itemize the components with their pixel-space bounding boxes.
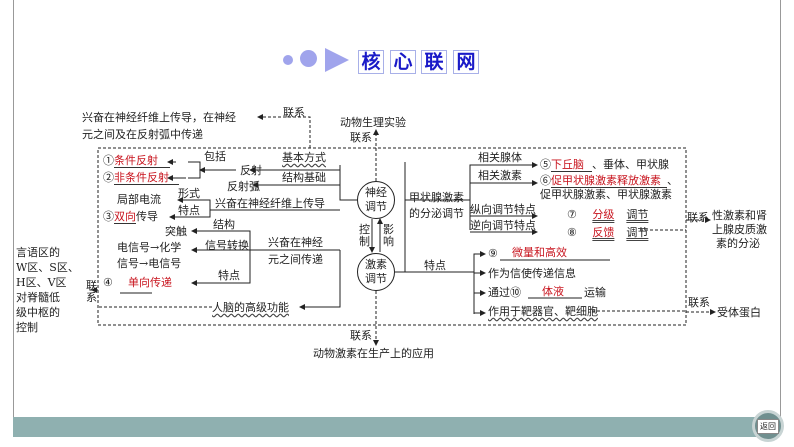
node-reflex-arc: 反射弧 [227,180,260,193]
experiment-text: 动物生理实验 [340,116,406,129]
num: ② [103,171,114,184]
label-signal-conversion: 信号转换 [205,239,249,252]
back-label: 返回 [757,418,779,434]
num: ⑥ [540,174,551,187]
num: ④ [103,276,113,289]
label-structure-basis: 结构基础 [282,171,326,184]
num: ⑦ [567,208,577,221]
text-line: 素的分泌 [716,237,760,250]
feature-item: 通过⑩ [488,286,521,299]
back-button[interactable]: 返回 [752,410,784,442]
text-line: 言语区的 [16,246,60,259]
node-reflex: 反射 [240,164,262,177]
label-structure: 结构 [213,218,235,231]
answer-2: 非条件反射 [114,171,179,185]
node-fiber-conduction: 兴奋在神经纤维上传导 [215,197,325,210]
node-local-current: 局部电流 [117,193,161,206]
text-line: 性激素和肾 [712,209,767,222]
num: ③ [103,210,114,223]
text-line: 级中枢的 [16,306,60,319]
title-char: 网 [453,50,479,74]
feature-item: 作用于靶器官、靶细胞 [488,305,598,318]
bottom-bar [13,417,773,437]
label-control: 控制 [359,223,370,248]
right-text-block: 性激素和肾 上腺皮质激 素的分泌 [712,209,767,251]
title-char: 心 [390,50,416,74]
text: 神经 [365,186,387,199]
answer-5: 下丘脑 [551,158,592,172]
label-basic-mode: 基本方式 [282,151,326,164]
feature-item: 运输 [584,286,606,299]
link-label: 联系 [688,296,710,309]
node-thyroid: 的分泌调节 [409,207,464,220]
answer-9: 微量和高效 [512,246,567,259]
title-char: 联 [421,50,447,74]
node-synapse: 突触 [165,225,187,238]
node-between-neurons: 元之间传递 [268,253,323,266]
text: 调节 [365,272,387,285]
node-nerve-regulation: 神经调节 [357,181,395,219]
text: 、垂体、甲状腺 [592,158,669,171]
label-reverse: 逆向调节特点 [470,219,536,232]
right-text: 受体蛋白 [717,306,761,319]
text-line: 上腺皮质激 [712,223,767,236]
title-decoration-icon [300,50,317,67]
left-text-block: 言语区的 W区、S区、 H区、V区 对脊髓低 级中枢的 控制 [16,245,79,335]
label-glands: 相关腺体 [478,151,522,164]
answer-4: 单向传递 [128,276,172,289]
title-decoration-icon [283,55,293,65]
label-hormones: 相关激素 [478,169,522,182]
node-between-neurons: 兴奋在神经 [268,236,323,249]
answer-10: 体液 [542,285,564,298]
node-signal: 电信号→化学 [117,241,182,254]
label-form: 形式 [178,187,200,200]
label-include: 包括 [204,150,226,163]
text-line: 对脊髓低 [16,291,60,304]
link-label: 联系 [687,211,709,224]
link-label: 联系 [86,279,97,304]
num: ① [103,154,114,167]
text: 、 [667,174,678,187]
answer-7: 分级 [592,208,615,221]
top-left-text: 兴奋在神经纤维上传导，在神经 [82,111,236,124]
slide-right-border [780,0,781,430]
num: ⑨ [488,247,498,260]
answer-8: 反馈 [592,226,615,239]
answer-6: 促甲状腺激素释放激素 [551,174,667,188]
feature-item: 作为信使传递信息 [488,267,576,280]
text-line: 控制 [16,321,38,334]
text: 调节 [626,226,649,239]
node-brain-function: 人脑的高级功能 [212,301,289,314]
text: 调节 [365,200,387,213]
bottom-text: 动物激素在生产上的应用 [313,347,434,360]
answer-3: 双向 [114,210,136,224]
num: ⑤ [540,158,551,171]
node-thyroid: 甲状腺激素 [409,191,464,204]
label-influence: 影响 [383,223,394,248]
hormones-line2: 促甲状腺激素、甲状腺激素 [540,188,672,201]
label-feature: 特点 [218,269,240,282]
link-label: 联系 [283,106,305,119]
num: ⑧ [567,226,577,239]
top-left-text: 元之间及在反射弧中传递 [82,128,203,141]
text-line: W区、S区、 [16,261,79,274]
text: 激素 [365,258,387,271]
link-label: 联系 [350,329,372,342]
label-feature: 特点 [424,259,446,272]
text: 传导 [136,210,158,223]
answer-1: 条件反射 [114,154,170,168]
link-label: 联系 [350,131,372,144]
node-signal: 信号→电信号 [117,257,182,270]
title-char: 核 [358,50,384,74]
slide-left-border [13,0,14,437]
text-line: H区、V区 [16,276,67,289]
label-vertical: 纵向调节特点 [470,203,536,216]
title-arrow-icon [325,48,349,72]
node-hormone-regulation: 激素调节 [357,253,395,291]
text: 调节 [626,208,649,221]
label-feature: 特点 [178,204,200,217]
